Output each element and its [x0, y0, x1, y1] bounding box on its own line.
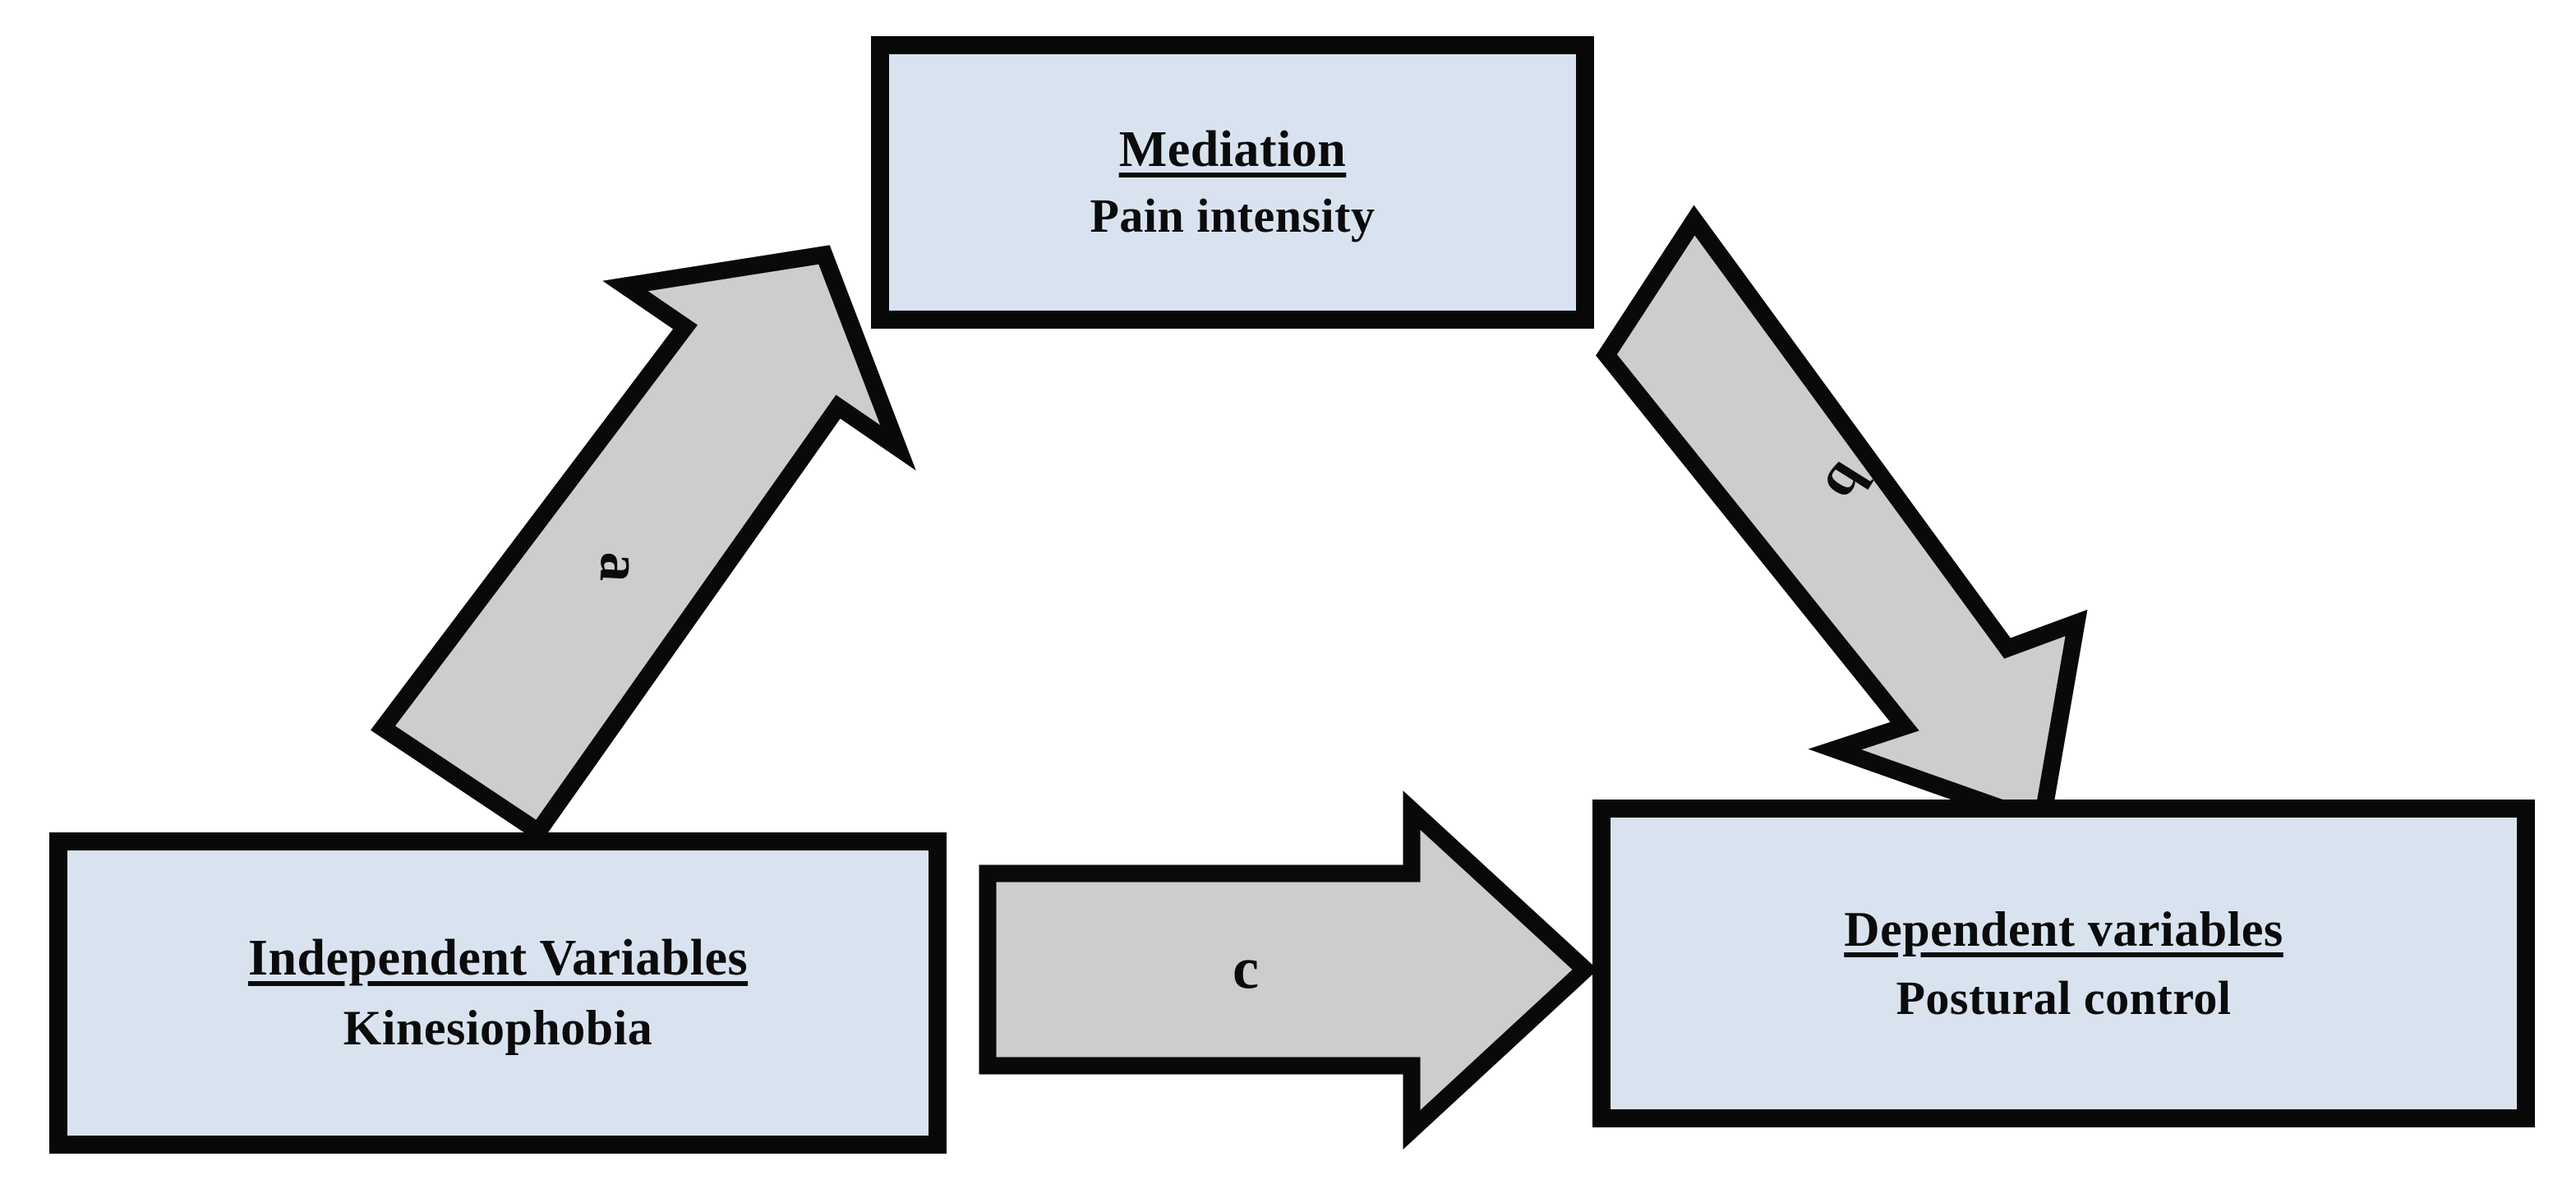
- arrow-b: b: [1596, 205, 2088, 835]
- arrow-c-label: c: [1233, 936, 1259, 1002]
- arrow-c-shape: [979, 790, 1598, 1150]
- mediation-subtitle: Pain intensity: [1090, 189, 1376, 243]
- node-box-mediation: Mediation Pain intensity: [871, 36, 1594, 329]
- independent-variables-title: Independent Variables: [247, 930, 749, 987]
- arrow-b-label: b: [1811, 451, 1884, 514]
- dependent-variables-title: Dependent variables: [1844, 901, 2283, 956]
- node-box-dependent-variables: Dependent variables Postural control: [1592, 800, 2535, 1127]
- node-box-independent-variables: Independent Variables Kinesiophobia: [49, 832, 947, 1154]
- arrow-a-shape: [370, 245, 916, 844]
- arrow-a: a: [370, 245, 916, 844]
- dependent-variables-subtitle: Postural control: [1896, 970, 2232, 1025]
- arrow-a-label: a: [588, 551, 655, 583]
- independent-variables-subtitle: Kinesiophobia: [343, 1000, 653, 1055]
- arrow-b-shape: [1596, 205, 2088, 835]
- mediation-title: Mediation: [1118, 122, 1347, 177]
- arrow-c: c: [979, 790, 1598, 1150]
